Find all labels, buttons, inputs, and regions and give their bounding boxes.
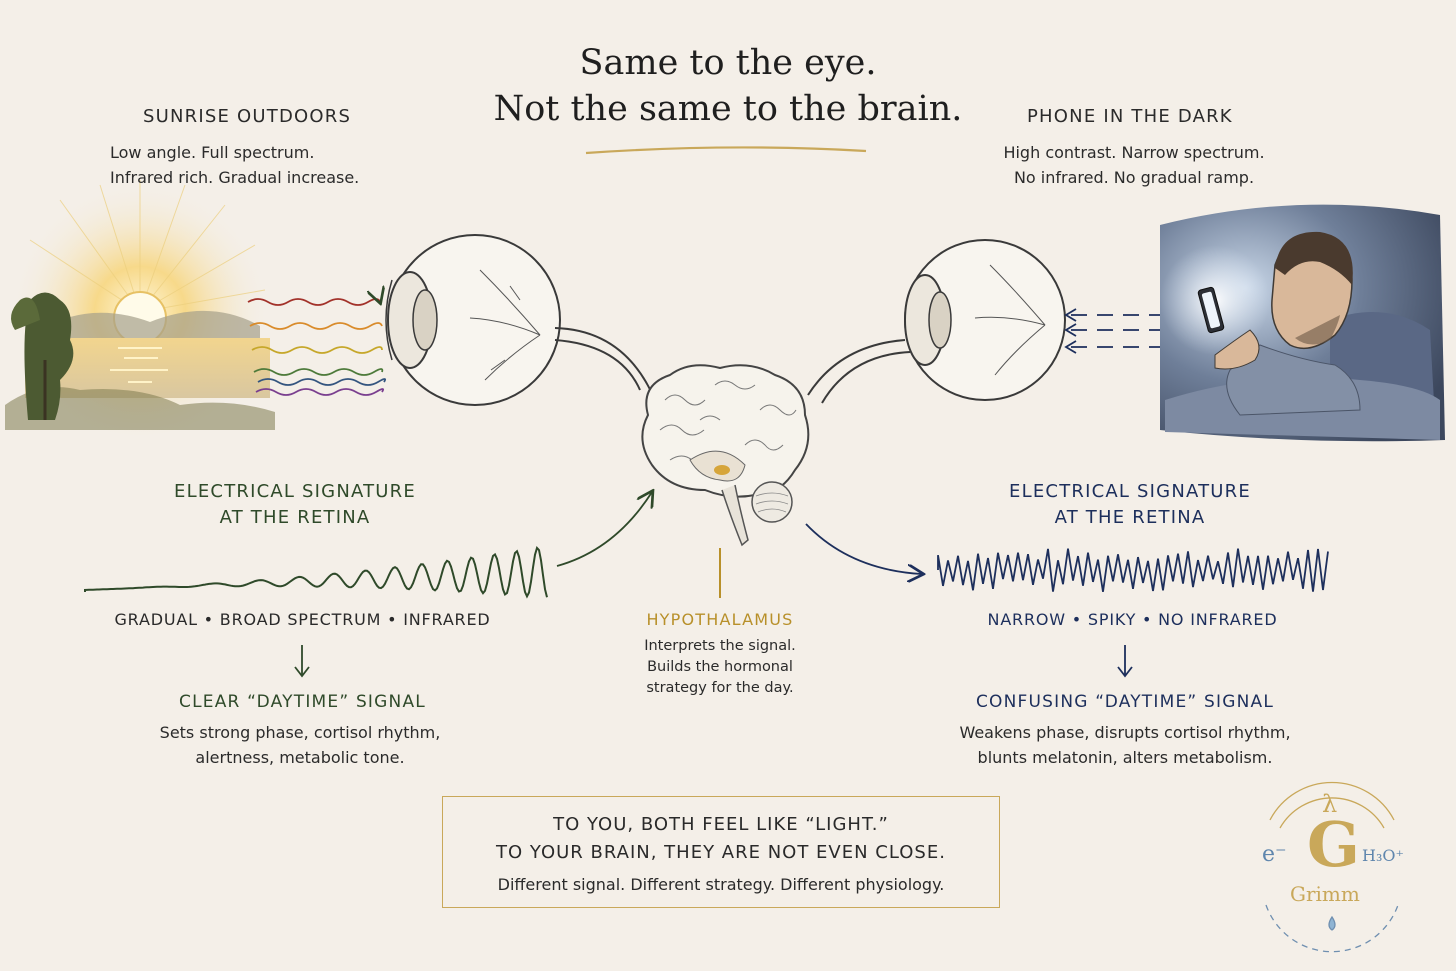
phone-rays — [1064, 308, 1165, 354]
left-traits: GRADUAL • BROAD SPECTRUM • INFRARED — [114, 610, 491, 629]
hypothalamus-description-line-1: Interprets the signal. — [644, 638, 796, 654]
left-to-brain-arrow — [556, 492, 652, 567]
logo-electron: e⁻ — [1262, 842, 1287, 867]
logo-lambda: λ — [1322, 790, 1338, 818]
sunrise-scene — [5, 180, 275, 442]
left-effect: Sets strong phase, cortisol rhythm, aler… — [120, 720, 480, 770]
summary-box: TO YOU, BOTH FEEL LIKE “LIGHT.” TO YOUR … — [442, 796, 1000, 908]
logo-letter: G — [1307, 808, 1360, 881]
right-effect-line-2: blunts melatonin, alters metabolism. — [977, 748, 1273, 767]
right-description-line-2: No infrared. No gradual ramp. — [1013, 168, 1255, 187]
left-description-line-2: Infrared rich. Gradual increase. — [110, 168, 360, 187]
right-result: CONFUSING “DAYTIME” SIGNAL — [975, 692, 1275, 712]
left-description-line-1: Low angle. Full spectrum. — [110, 143, 315, 162]
summary-caps: TO YOU, BOTH FEEL LIKE “LIGHT.” TO YOUR … — [443, 811, 999, 867]
logo-mark — [1265, 781, 1399, 953]
left-down-arrow — [294, 645, 310, 678]
right-description: High contrast. Narrow spectrum. No infra… — [980, 140, 1288, 190]
hypothalamus-description-line-3: strategy for the day. — [646, 680, 794, 696]
left-waveform — [84, 546, 548, 599]
hypothalamus-label: HYPOTHALAMUS — [646, 610, 794, 629]
left-signature-line-2: AT THE RETINA — [219, 507, 371, 528]
summary-line-2: TO YOUR BRAIN, THEY ARE NOT EVEN CLOSE. — [496, 842, 946, 863]
summary-line-3: Different signal. Different strategy. Di… — [497, 875, 945, 894]
right-down-arrow — [1117, 645, 1133, 678]
left-effect-line-2: alertness, metabolic tone. — [195, 748, 405, 767]
grimm-logo: λ G e⁻ H₃O⁺ Grimm — [1262, 790, 1404, 950]
title-underline — [585, 146, 867, 155]
summary-line-1: TO YOU, BOTH FEEL LIKE “LIGHT.” — [553, 814, 889, 835]
left-signature-label: ELECTRICAL SIGNATURE AT THE RETINA — [130, 479, 460, 531]
left-effect-line-1: Sets strong phase, cortisol rhythm, — [159, 723, 441, 742]
logo-hydronium: H₃O⁺ — [1362, 846, 1404, 865]
left-signature-line-1: ELECTRICAL SIGNATURE — [174, 481, 416, 502]
right-signature-label: ELECTRICAL SIGNATURE AT THE RETINA — [965, 479, 1295, 531]
right-eye — [807, 239, 1066, 404]
right-heading: PHONE IN THE DARK — [1027, 106, 1233, 127]
phone-scene — [1160, 204, 1445, 442]
logo-name: Grimm — [1290, 882, 1360, 906]
right-waveform — [937, 548, 1329, 592]
brain-to-right-arrow — [805, 523, 922, 574]
right-effect: Weakens phase, disrupts cortisol rhythm,… — [935, 720, 1315, 770]
left-heading: SUNRISE OUTDOORS — [143, 106, 352, 127]
left-result: CLEAR “DAYTIME” SIGNAL — [179, 692, 426, 712]
right-signature-line-1: ELECTRICAL SIGNATURE — [1009, 481, 1251, 502]
page-title: Same to the eye. Not the same to the bra… — [0, 40, 1456, 132]
title-line-2: Not the same to the brain. — [493, 89, 963, 129]
title-line-1: Same to the eye. — [579, 43, 877, 83]
hypothalamus-description: Interprets the signal. Builds the hormon… — [610, 636, 830, 699]
brain — [641, 364, 810, 547]
right-signature-line-2: AT THE RETINA — [1054, 507, 1206, 528]
left-eye — [385, 234, 656, 406]
spectrum-rays — [247, 299, 387, 396]
right-traits: NARROW • SPIKY • NO INFRARED — [987, 610, 1278, 629]
hypothalamus-description-line-2: Builds the hormonal — [647, 659, 793, 675]
right-description-line-1: High contrast. Narrow spectrum. — [1003, 143, 1265, 162]
right-effect-line-1: Weakens phase, disrupts cortisol rhythm, — [959, 723, 1291, 742]
left-description: Low angle. Full spectrum. Infrared rich.… — [110, 140, 359, 190]
